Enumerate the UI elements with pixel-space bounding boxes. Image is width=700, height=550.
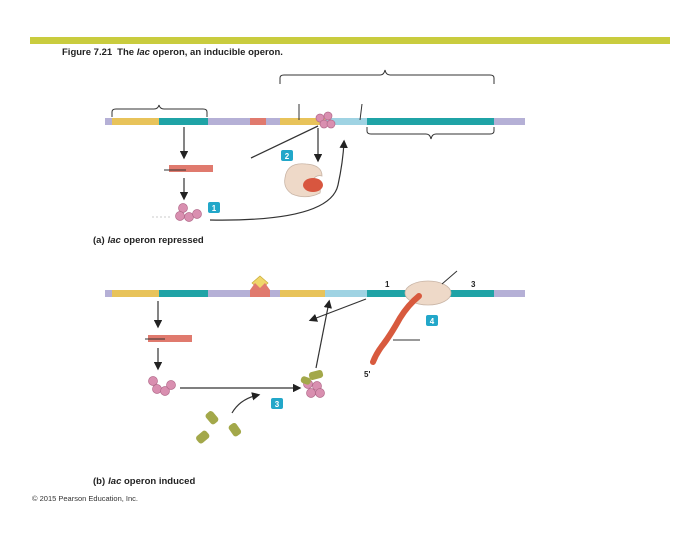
dna-strand-a: [105, 118, 525, 125]
step-3-text: 3: [275, 400, 280, 409]
figure-title: Figure 7.21 The lac operon, an inducible …: [62, 47, 283, 58]
release-arrow: [315, 299, 332, 369]
panel-a-italic: lac: [107, 235, 121, 246]
gene-number-3: 3: [471, 280, 476, 289]
panel-a-letter: (a): [93, 235, 105, 246]
regulatory-gene-promoter: [112, 118, 159, 125]
figure-title-after: operon, an inducible operon.: [149, 47, 283, 58]
structural-genes-brace: [366, 127, 495, 140]
step-1-badge: 1: [208, 202, 220, 213]
polymerase-move-arrow: [308, 298, 367, 322]
regulatory-gene: [159, 290, 208, 297]
step-4-text: 4: [430, 317, 435, 326]
step-3-badge: 3: [271, 398, 283, 409]
cap-site: [250, 118, 266, 125]
cap-protein: [250, 275, 270, 291]
lac-mrna: [370, 293, 422, 365]
dna-strand-b: [105, 290, 525, 297]
free-repressor-b: [148, 376, 176, 396]
operator: [325, 290, 367, 297]
operon-brace: [279, 69, 495, 84]
bound-repressor: [315, 111, 336, 129]
panel-a-label: (a)lac operon repressed: [93, 235, 204, 246]
five-prime-label: 5': [364, 370, 370, 379]
step-2-badge: 2: [281, 150, 293, 161]
polymerase-pointer-b: [441, 270, 458, 285]
rna-polymerase-a: [284, 163, 323, 198]
blocked-pointer: [250, 125, 319, 159]
panel-a: 2 1: [105, 69, 525, 222]
regulatory-gene: [159, 118, 208, 125]
step-2-text: 2: [285, 152, 290, 161]
inducer-arrow: [231, 392, 261, 414]
repressor-mrna-b: [148, 335, 192, 342]
inducer-molecules: [196, 411, 242, 444]
inactive-repressor: [300, 369, 325, 398]
operator: [325, 118, 367, 125]
gene-number-1: 1: [385, 280, 390, 289]
step-4-badge: 4: [426, 315, 438, 326]
panel-b-text: operon induced: [121, 476, 196, 487]
cap-site: [250, 290, 270, 297]
regulatory-gene-promoter: [112, 290, 159, 297]
panel-b: 1 2 3 5' 4: [105, 270, 525, 444]
step-1-text: 1: [212, 204, 217, 213]
figure-number: Figure 7.21: [62, 47, 113, 58]
operator-pointer: [359, 103, 363, 121]
figure-title-before: The: [117, 47, 137, 58]
panel-b-letter: (b): [93, 476, 106, 487]
panel-b-italic: lac: [108, 476, 122, 487]
figure-title-bar: [30, 37, 670, 44]
regulatory-brace: [111, 104, 208, 117]
copyright-notice: © 2015 Pearson Education, Inc.: [32, 494, 139, 503]
structural-genes: [367, 118, 494, 125]
repressor-binding-arrow: [209, 139, 348, 221]
lac-promoter: [280, 118, 325, 125]
repressor-mrna-a: [169, 165, 213, 172]
panel-b-label: (b)lac operon induced: [93, 476, 195, 487]
free-repressor-a: [175, 203, 202, 222]
lac-promoter: [280, 290, 325, 297]
figure-title-italic: lac: [136, 47, 150, 58]
panel-a-text: operon repressed: [120, 235, 204, 246]
